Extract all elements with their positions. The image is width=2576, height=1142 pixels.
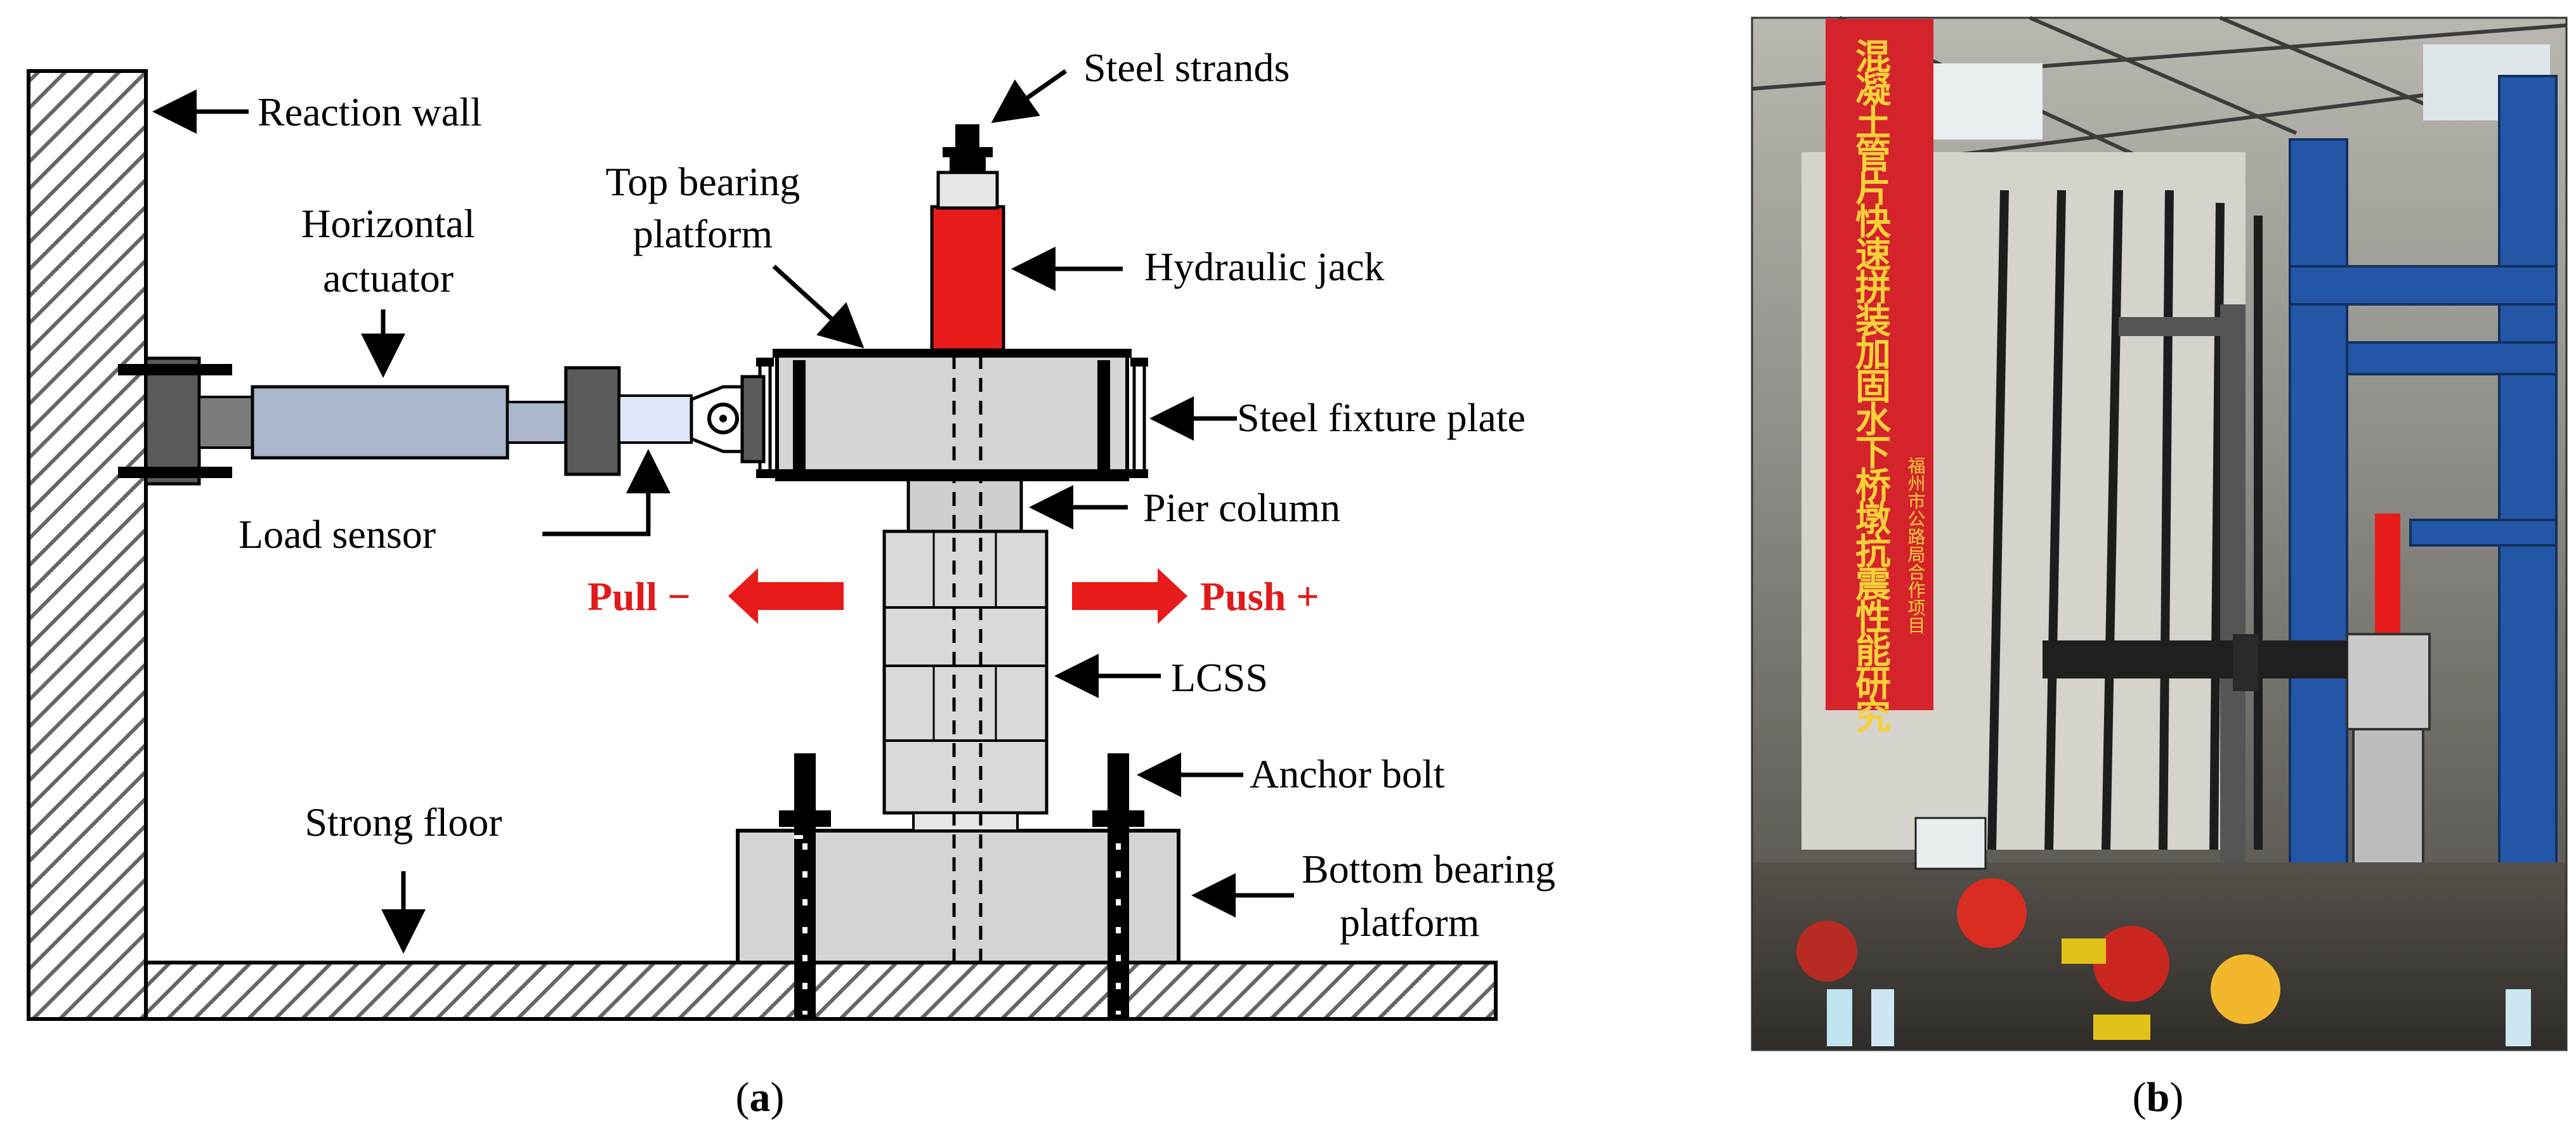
steel-strands-anchor bbox=[936, 124, 999, 210]
anchor-bolt-left bbox=[779, 753, 831, 1020]
label-steel-strands: Steel strands bbox=[1083, 45, 1290, 90]
actuator-clevis bbox=[740, 375, 766, 464]
caption-b: (b) bbox=[2133, 1074, 2184, 1120]
label-lcss: LCSS bbox=[1171, 655, 1268, 700]
label-anchor-bolt: Anchor bolt bbox=[1250, 751, 1445, 796]
label-horizontal-actuator-1: Horizontal bbox=[301, 201, 475, 246]
label-bottom-bearing-1: Bottom bearing bbox=[1302, 847, 1555, 892]
label-load-sensor: Load sensor bbox=[239, 512, 436, 557]
caption-a: (a) bbox=[736, 1074, 785, 1120]
lcss-shell bbox=[882, 529, 1049, 832]
panel-b-photo: 混凝土管片快速拼装加固水下桥墩抗震性能研究 福州市公路局合作项目 bbox=[1751, 16, 2568, 1051]
panel-a-schematic: Reaction wall Horizontal actuator Load s… bbox=[27, 45, 1555, 1021]
label-top-bearing-2: platform bbox=[633, 211, 773, 256]
label-pier-column: Pier column bbox=[1143, 485, 1340, 530]
label-hydraulic-jack: Hydraulic jack bbox=[1144, 244, 1385, 289]
label-reaction-wall: Reaction wall bbox=[258, 89, 482, 134]
leader-arrows bbox=[152, 69, 1294, 954]
label-strong-floor: Strong floor bbox=[304, 800, 502, 845]
photo-banner-subtext: 福州市公路局合作项目 bbox=[1906, 457, 1926, 634]
reaction-wall bbox=[27, 69, 148, 1021]
label-horizontal-actuator-2: actuator bbox=[323, 256, 454, 301]
photo-banner bbox=[1826, 19, 1933, 710]
load-sensor bbox=[618, 385, 744, 453]
pier-column bbox=[906, 477, 1023, 533]
pull-arrow bbox=[728, 568, 844, 624]
anchor-bolt-right bbox=[1092, 753, 1144, 1020]
label-push: Push + bbox=[1200, 574, 1319, 619]
photo-banner-text: 混凝土管片快速拼装加固水下桥墩抗震性能研究 bbox=[1850, 38, 1891, 733]
label-bottom-bearing-2: platform bbox=[1340, 900, 1479, 945]
horizontal-actuator bbox=[118, 356, 621, 486]
label-pull: Pull − bbox=[587, 574, 691, 619]
label-steel-fixture-plate: Steel fixture plate bbox=[1237, 395, 1526, 440]
top-bearing-platform bbox=[756, 349, 1148, 481]
strong-floor bbox=[144, 961, 1498, 1021]
hydraulic-jack bbox=[930, 205, 1005, 352]
label-top-bearing-1: Top bearing bbox=[606, 159, 801, 204]
push-arrow bbox=[1072, 568, 1187, 624]
